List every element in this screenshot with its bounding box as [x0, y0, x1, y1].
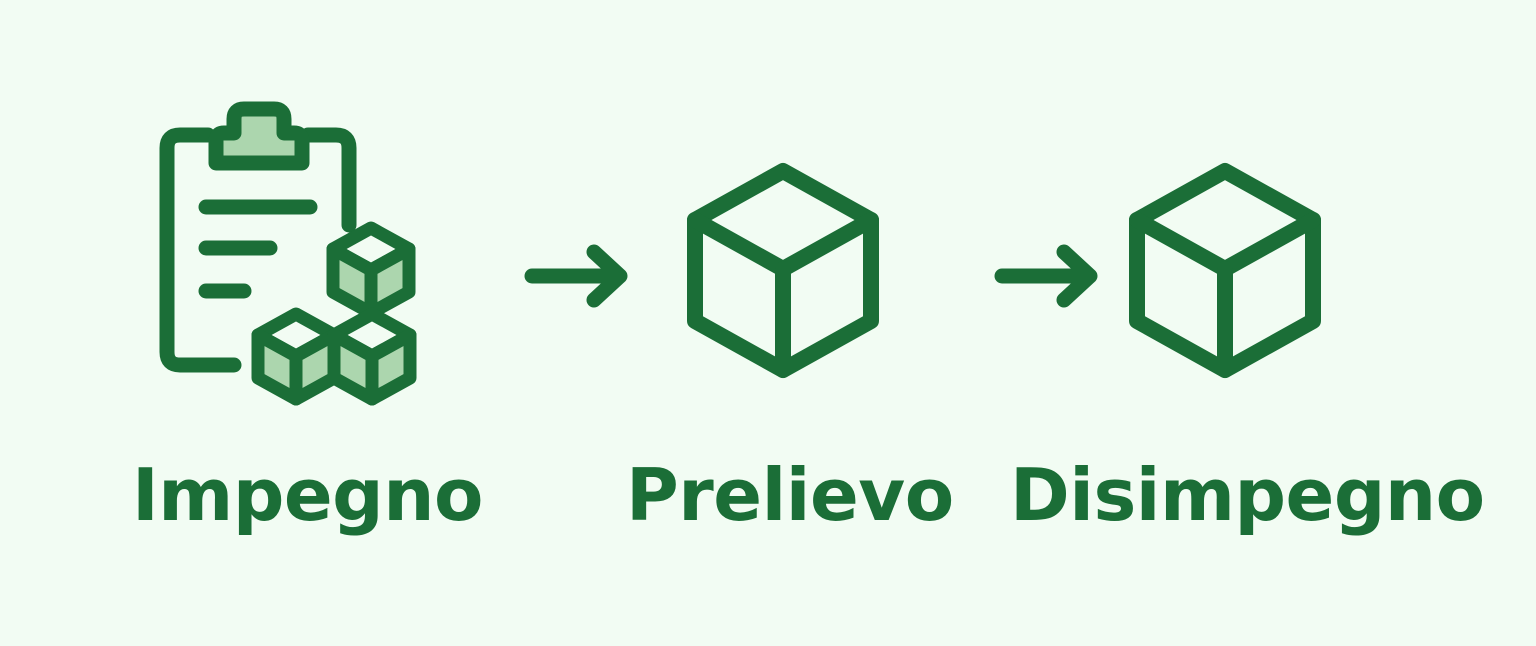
- clipboard-boxes-icon: [159, 101, 417, 406]
- arrow-right-icon: [524, 244, 628, 308]
- box-icon: [687, 163, 879, 378]
- step-label-prelievo: Prelievo: [626, 453, 954, 537]
- step-label-impegno: Impegno: [132, 453, 483, 537]
- arrow-right-icon: [994, 244, 1098, 308]
- box-icon: [1129, 163, 1321, 378]
- step-label-disimpegno: Disimpegno: [1010, 453, 1485, 537]
